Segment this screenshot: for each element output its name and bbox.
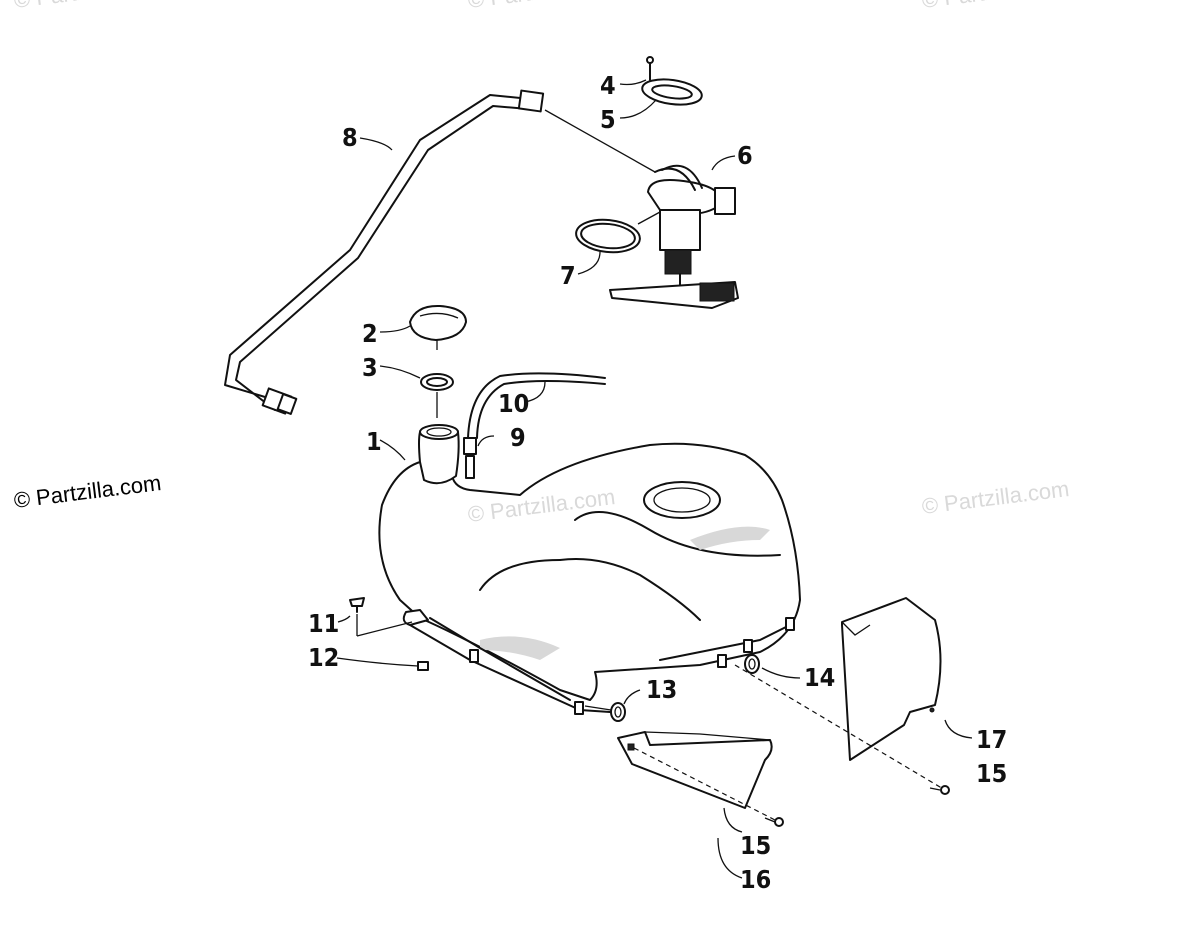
callout-15-upper: 15: [976, 759, 1007, 788]
vent-hose-part: [224, 89, 545, 415]
heat-shield-left-part: [617, 731, 776, 821]
callout-labels: 4 5 6 7 8 2 3 10 9 1 11 12 13 14 17 15 1…: [308, 71, 1007, 894]
callout-3: 3: [362, 353, 378, 382]
callout-14: 14: [804, 663, 835, 692]
callout-17: 17: [976, 725, 1007, 754]
fuel-pump-part: [544, 109, 739, 309]
leader-lines: [336, 79, 973, 879]
callout-10: 10: [498, 389, 529, 418]
fuel-tank-part: [378, 424, 801, 715]
callout-8: 8: [342, 123, 358, 152]
callout-16: 16: [740, 865, 771, 894]
callout-13: 13: [646, 675, 677, 704]
grommet-right-part: [744, 654, 760, 674]
callout-5: 5: [600, 105, 616, 134]
callout-2: 2: [362, 319, 378, 348]
screw-upper-part: [929, 785, 950, 795]
gasket-part: [641, 78, 703, 106]
push-rivet-part: [349, 597, 413, 637]
callout-11: 11: [308, 609, 339, 638]
bolt-part: [646, 56, 654, 81]
grommet-left-part: [584, 702, 626, 722]
heat-shield-right-part: [734, 597, 946, 791]
nut-part: [417, 661, 429, 671]
o-ring-part: [575, 211, 661, 254]
callout-6: 6: [737, 141, 753, 170]
fuel-line-part: [463, 372, 606, 479]
callout-4: 4: [600, 71, 616, 100]
filler-seal-part: [420, 373, 454, 418]
callout-7: 7: [560, 261, 576, 290]
callout-15-lower: 15: [740, 831, 771, 860]
callout-9: 9: [510, 423, 526, 452]
callout-12: 12: [308, 643, 339, 672]
screw-lower-part: [764, 817, 784, 827]
fuel-cap-part: [409, 304, 467, 350]
callout-1: 1: [366, 427, 382, 456]
